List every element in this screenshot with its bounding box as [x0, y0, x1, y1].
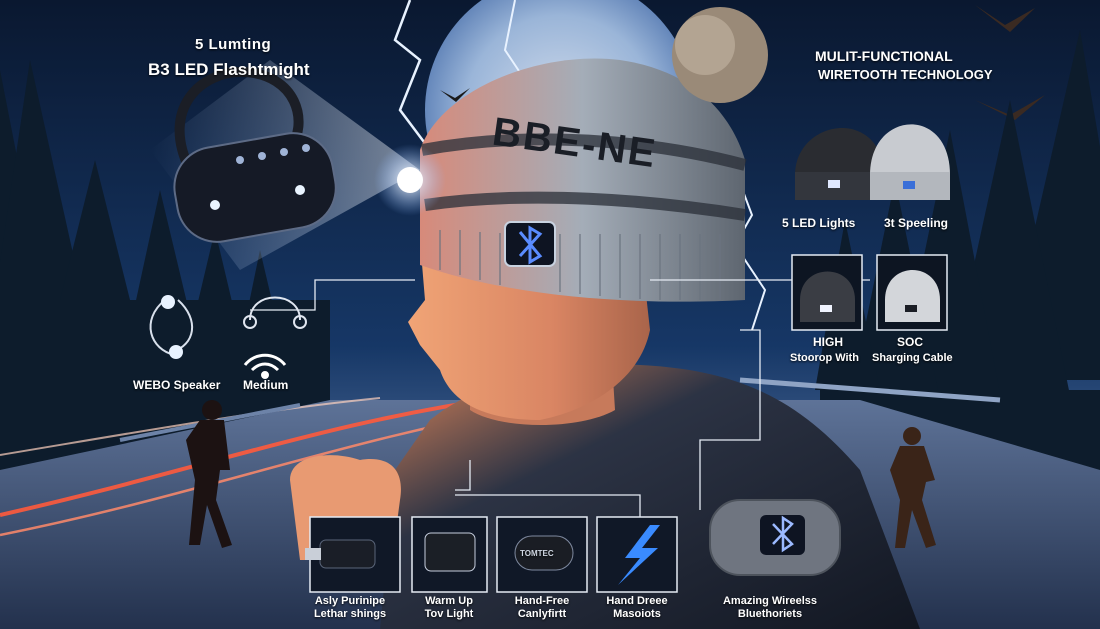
- bottom-label-warm: Warm Up Tov Light: [425, 595, 474, 620]
- usb-device: [319, 539, 376, 569]
- headline-right-line1: MULIT-FUNCTIONAL: [815, 48, 953, 64]
- bottom-label-warm-line1: Warm Up: [425, 595, 473, 607]
- beanie-thumb-light-led: [905, 305, 917, 312]
- bottom-label-lightning-line2: Masoiots: [613, 607, 661, 620]
- usb-plug: [305, 548, 321, 560]
- speaker-device: [173, 132, 337, 243]
- headlamp-lens: [397, 167, 423, 193]
- beanie-thumb-gray-led: [903, 181, 915, 189]
- lightning-icon: [618, 525, 660, 585]
- bird-icon: [975, 5, 1035, 32]
- bottom-label-lightning: Hand Dreee Masoiots: [606, 595, 667, 620]
- bottom-label-handsfree-line1: Hand-Free: [514, 595, 570, 607]
- label-speaker: WEBO Speaker: [133, 378, 221, 392]
- label-high: HIGH: [813, 335, 843, 349]
- bottom-label-lightning-line1: Hand Dreee: [606, 595, 668, 607]
- beanie-thumb-black-led: [828, 180, 840, 188]
- bottom-label-bluetooth-line1: Amazing Wireelss: [722, 595, 818, 607]
- speaker-buttons: [236, 144, 310, 164]
- beanie-thumb-dark-led: [820, 305, 832, 312]
- bird-icon: [440, 88, 470, 102]
- lightning-bolt: [393, 0, 431, 151]
- runner-right: [890, 427, 936, 548]
- bottom-label-handsfree-line2: Canlyfirtt: [517, 607, 567, 620]
- pompom-shade: [675, 15, 735, 75]
- headline-right-line2: WIRETOOTH TECHNOLOGY: [818, 67, 993, 82]
- beanie-thumb-light: [885, 270, 940, 322]
- bottom-label-handsfree: Hand-Free Canlyfirtt: [515, 595, 569, 620]
- speaker-led: [295, 185, 305, 195]
- label-stoorop: Stoorop With: [790, 352, 859, 364]
- speaker-led: [210, 200, 220, 210]
- beanie-stripes: [420, 133, 747, 221]
- label-soc: SOC: [897, 335, 924, 349]
- bottom-label-usb-line2: Lethar shings: [313, 607, 387, 620]
- headline-left-line1: 5 Lumting: [195, 36, 272, 53]
- bottom-label-usb: Asly Purinipe Lethar shings: [314, 595, 386, 620]
- beanie: [420, 58, 745, 302]
- speaker-strap: [174, 66, 304, 173]
- bluetooth-icon: [518, 225, 543, 265]
- guardrail: [739, 377, 1001, 403]
- label-led-lights: 5 LED Lights: [782, 216, 856, 230]
- light-trail: [0, 393, 521, 517]
- headline-left-line2: B3 LED Flashtmight: [148, 60, 310, 79]
- earbud-light: [161, 295, 175, 309]
- bottom-label-bluetooth: Amazing Wireelss Bluethoriets: [723, 595, 817, 620]
- runner-left: [186, 400, 232, 548]
- warm-light-device: [424, 532, 476, 572]
- wifi-icon: [243, 353, 287, 379]
- bottom-label-bluetooth-line2: Bluethoriets: [737, 607, 803, 620]
- headphones-icon: [243, 296, 307, 329]
- bottom-label-warm-line2: Tov Light: [424, 607, 474, 620]
- bottom-label-usb-line1: Asly Purinipe: [314, 595, 386, 607]
- bluetooth-icon: [772, 515, 794, 553]
- device-label: TOMTEC: [520, 549, 554, 558]
- earbud-light: [169, 345, 183, 359]
- label-charging-cable: Sharging Cable: [872, 352, 953, 364]
- label-medium: Medium: [243, 378, 289, 392]
- beanie-thumb-dark: [800, 271, 855, 322]
- beanie-ribbing: [439, 230, 721, 300]
- label-speeling: 3t Speeling: [884, 216, 949, 230]
- handsfree-device: [514, 535, 574, 571]
